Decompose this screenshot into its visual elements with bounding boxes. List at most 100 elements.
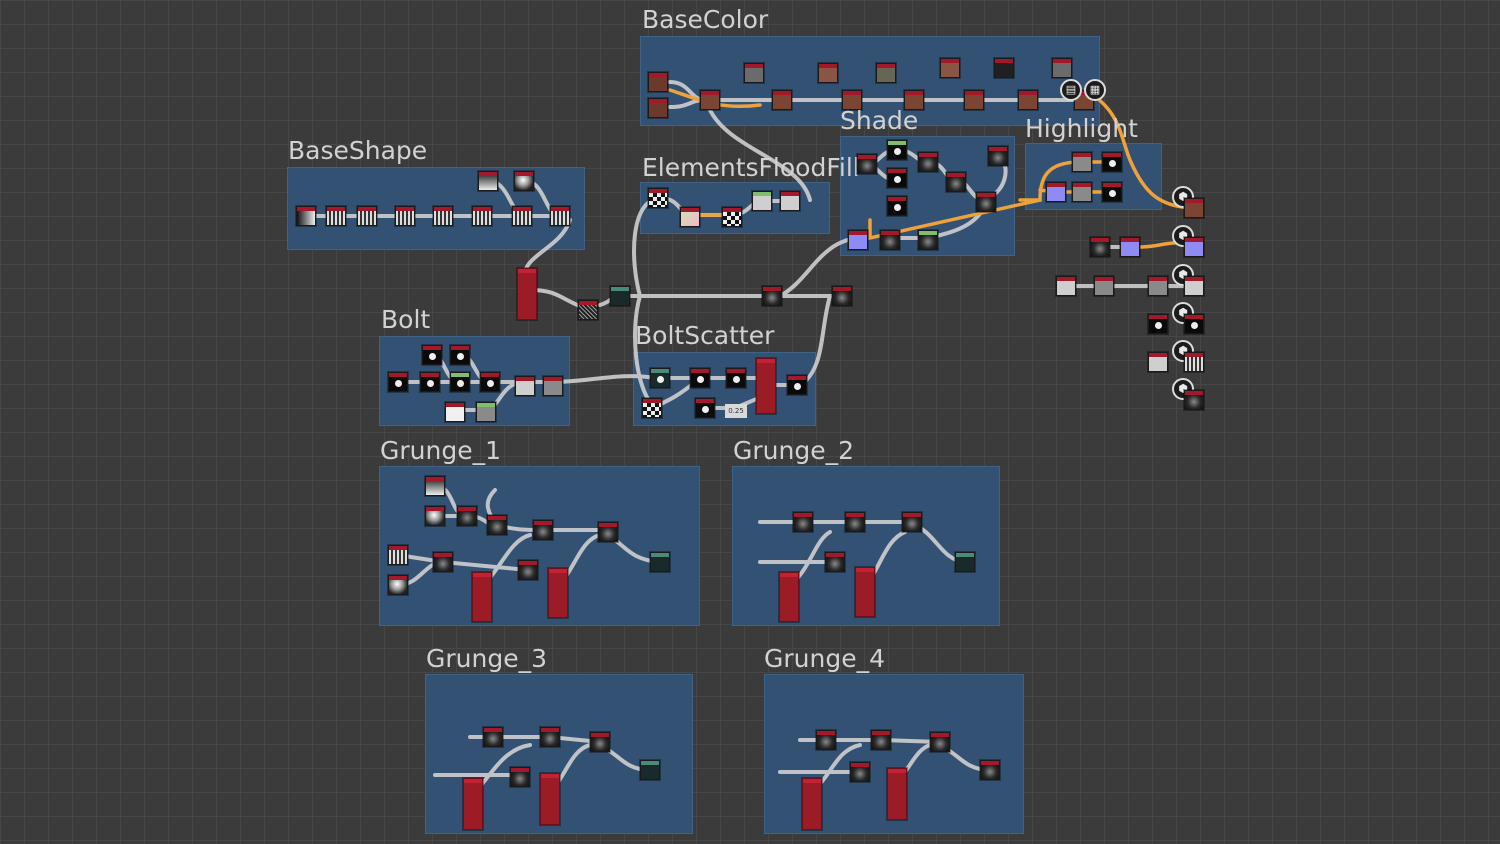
switch-node[interactable] [1090,237,1110,257]
switch-node[interactable] [855,567,875,617]
switch-node[interactable] [517,268,537,320]
scatter-node[interactable] [726,368,746,388]
grunge-node[interactable] [930,732,950,752]
grunge-node[interactable] [816,730,836,750]
color-node[interactable] [876,63,896,83]
scatter-node[interactable] [787,375,807,395]
floodfill-node[interactable] [722,207,742,227]
grunge-node[interactable] [425,506,445,526]
grunge-node[interactable] [487,515,507,535]
output-node-ao[interactable] [1184,390,1204,410]
grunge-node[interactable] [845,512,865,532]
bolt-node[interactable] [480,372,500,392]
bolt-node[interactable] [445,402,465,422]
highlight-node[interactable] [1102,182,1122,202]
highlight-node[interactable] [1072,182,1092,202]
tile-node[interactable] [326,206,346,226]
switch-node[interactable] [472,572,492,622]
grunge-node[interactable] [902,512,922,532]
shade-node[interactable] [946,172,966,192]
scatter-node[interactable] [695,398,715,418]
switch-node[interactable] [887,768,907,820]
shade-node[interactable] [887,196,907,216]
dot-node[interactable] [610,286,630,306]
switch-node[interactable] [463,778,483,830]
grunge-node[interactable] [590,732,610,752]
blend-node[interactable] [1018,90,1038,110]
tile-node[interactable] [395,206,415,226]
color-node[interactable] [648,98,668,118]
output-node-basecolor[interactable] [1184,198,1204,218]
blend-node[interactable] [700,90,720,110]
shape-node[interactable] [514,171,534,191]
output-node-metallic[interactable] [1184,314,1204,334]
floodfill-node[interactable] [752,191,772,211]
normal-node[interactable] [1120,237,1140,257]
dot-node[interactable] [762,286,782,306]
shade-node[interactable] [887,168,907,188]
tile-node[interactable] [472,206,492,226]
shade-node[interactable] [976,192,996,212]
grunge-node[interactable] [825,552,845,572]
gradient-node[interactable] [478,171,498,191]
switch-node[interactable] [548,568,568,618]
switch-node[interactable] [779,572,799,622]
scatter-node[interactable] [650,368,670,388]
grunge-node[interactable] [533,520,553,540]
grunge-node[interactable] [955,552,975,572]
bolt-node[interactable] [420,372,440,392]
bolt-node[interactable] [388,372,408,392]
color-node[interactable] [994,58,1014,78]
switch-node[interactable] [802,778,822,830]
tile-node[interactable] [357,206,377,226]
grunge-node[interactable] [540,727,560,747]
grunge-node[interactable] [640,760,660,780]
blend-node[interactable] [772,90,792,110]
bolt-node[interactable] [450,372,470,392]
bolt-node[interactable] [450,345,470,365]
floodfill-node[interactable] [648,188,668,208]
grunge-node[interactable] [650,552,670,572]
grunge-node[interactable] [425,476,445,496]
grunge-node[interactable] [980,760,1000,780]
grunge-node[interactable] [433,552,453,572]
shade-node[interactable] [918,152,938,172]
value-node[interactable] [1148,314,1168,334]
grunge-node[interactable] [518,560,538,580]
gradient-node[interactable] [296,206,316,226]
tile-node[interactable] [433,206,453,226]
tile-node[interactable] [512,206,532,226]
noise-node[interactable] [578,300,598,320]
frame-boltscatter[interactable] [633,352,816,426]
floodfill-node[interactable] [680,207,700,227]
color-node[interactable] [744,63,764,83]
shade-node[interactable] [918,230,938,250]
grunge-node[interactable] [388,575,408,595]
dot-node[interactable] [832,286,852,306]
color-node[interactable] [648,72,668,92]
normal-output-icon[interactable]: ⬢ [1172,225,1194,247]
grunge-node[interactable] [598,522,618,542]
bolt-node[interactable] [543,376,563,396]
output-node-roughness[interactable] [1184,276,1204,296]
document-icon[interactable]: ▤ [1060,79,1082,101]
bolt-node[interactable] [515,376,535,396]
highlight-node[interactable] [1072,152,1092,172]
blend-node[interactable] [904,90,924,110]
grunge-node[interactable] [793,512,813,532]
shade-node[interactable] [857,154,877,174]
blend-node[interactable] [964,90,984,110]
shade-node[interactable] [880,230,900,250]
scatter-node[interactable] [642,398,662,418]
grunge-node[interactable] [483,727,503,747]
value-node[interactable] [1094,276,1114,296]
tile-node[interactable] [550,206,570,226]
normal-node[interactable] [1046,182,1066,202]
switch-node[interactable] [540,773,560,825]
shade-node[interactable] [887,140,907,160]
normal-node[interactable] [848,230,868,250]
value-node[interactable] [1056,276,1076,296]
bolt-node[interactable] [476,402,496,422]
output-node-normal[interactable] [1184,237,1204,257]
pattern-icon[interactable]: ▦ [1084,79,1106,101]
